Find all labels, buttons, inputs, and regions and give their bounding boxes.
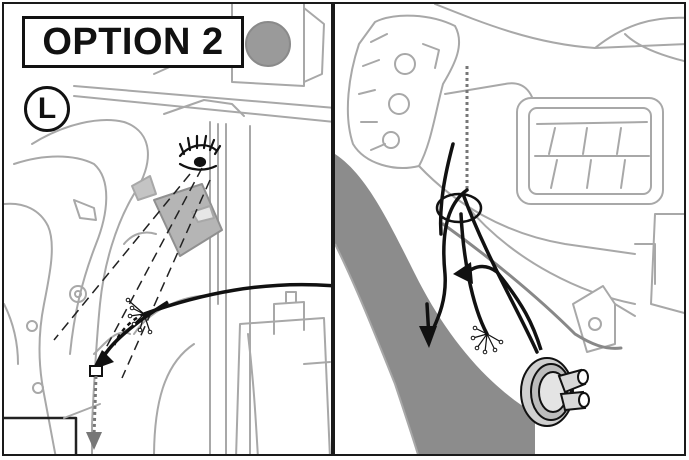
lower-box	[4, 416, 78, 454]
down-arrowhead	[419, 326, 437, 348]
left-illustration	[4, 4, 331, 454]
bracket	[346, 14, 460, 169]
option-label: OPTION 2	[22, 16, 244, 68]
module-box	[153, 183, 223, 257]
cable-loop	[435, 192, 483, 224]
connector-plug	[520, 357, 590, 427]
reservoir	[235, 317, 331, 454]
dotted-path	[86, 365, 103, 450]
right-illustration	[335, 4, 684, 454]
side-badge: L	[24, 86, 70, 132]
sight-lines	[53, 167, 211, 379]
light-housing	[516, 97, 664, 205]
right-panel	[333, 2, 686, 456]
wire-harness	[425, 142, 539, 354]
eye-icon	[178, 134, 222, 171]
up-arrowhead	[453, 262, 473, 284]
wire-fan	[472, 327, 502, 353]
body-panel	[31, 119, 149, 454]
routing-arrow	[92, 282, 331, 370]
cross-beam	[73, 85, 331, 123]
left-panel: OPTION 2 L	[2, 2, 333, 456]
round-part	[245, 21, 291, 67]
fender-inner	[335, 244, 418, 454]
